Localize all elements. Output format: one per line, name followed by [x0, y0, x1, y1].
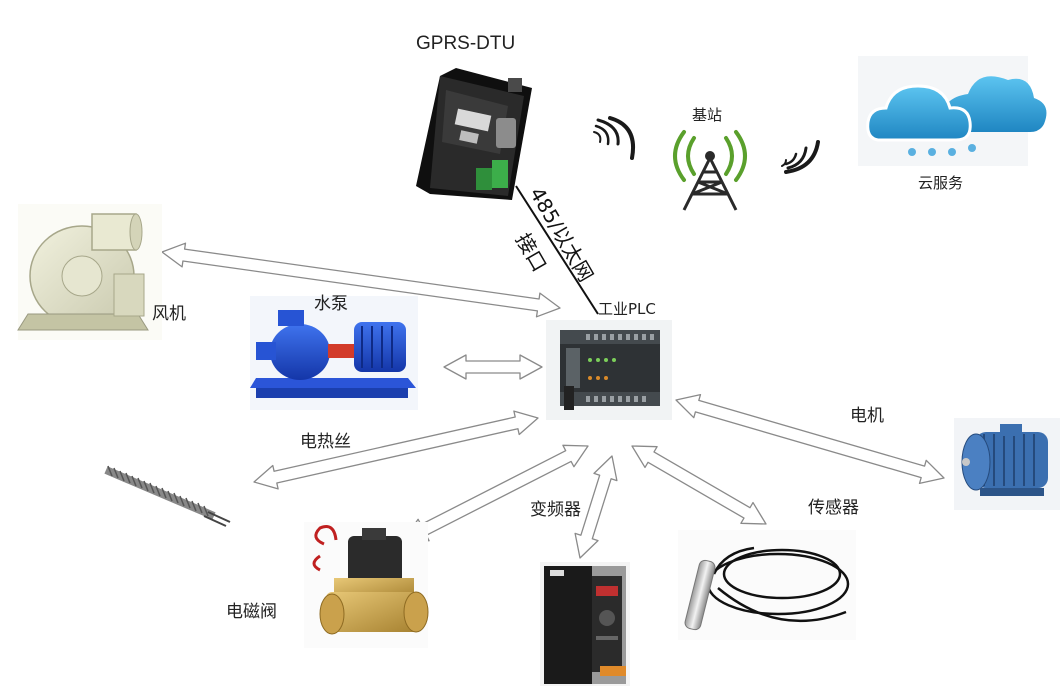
sensor-label: 传感器 [808, 498, 859, 518]
electric-motor-device [954, 418, 1060, 510]
arrow-converter-plc [574, 455, 618, 559]
fan-label: 风机 [152, 304, 186, 324]
heating-wire-device [104, 465, 231, 527]
motor-label: 电机 [850, 406, 884, 426]
base-station-label: 基站 [692, 106, 723, 124]
arrow-pump-plc [443, 354, 543, 380]
plc-label: 工业PLC [598, 300, 656, 318]
arrow-valve-plc [403, 444, 589, 542]
pressure-sensor-device [678, 530, 856, 640]
water-pump-device [250, 296, 418, 410]
interface-line [515, 185, 599, 315]
industrial-plc-device [546, 320, 672, 420]
solenoid-valve-device [304, 522, 429, 648]
solenoid-valve-label: 电磁阀 [226, 602, 277, 622]
signal-waves-right-icon [781, 140, 820, 174]
frequency-converter-device [540, 562, 630, 686]
cloud-service-icon [858, 56, 1047, 166]
fan-blower-device [17, 204, 162, 340]
arrow-sensor-plc [631, 445, 767, 525]
frequency-converter-label: 变频器 [530, 500, 581, 520]
base-station-tower-icon [673, 130, 747, 211]
arrow-heater-plc [253, 410, 539, 490]
signal-waves-left-icon [593, 116, 635, 160]
water-pump-label: 水泵 [314, 294, 348, 314]
cloud-service-label: 云服务 [918, 174, 964, 192]
gprs-dtu-label: GPRS-DTU [416, 33, 516, 54]
heating-wire-label: 电热丝 [300, 432, 351, 452]
arrow-motor-plc [675, 393, 945, 485]
arrow-fan-plc [161, 242, 561, 318]
gprs-dtu-device [416, 68, 532, 200]
